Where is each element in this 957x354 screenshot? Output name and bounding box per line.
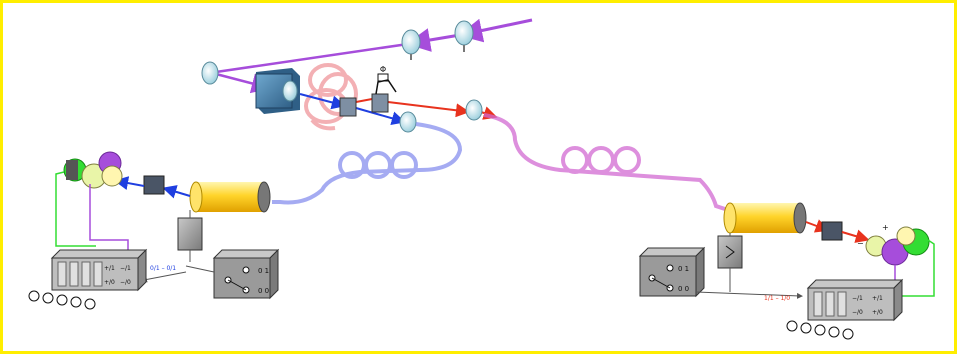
- meter-icon: [786, 320, 854, 340]
- right-switch-panel: 0 1 0 0: [638, 246, 706, 298]
- left-beam: [162, 185, 191, 199]
- right-keypad[interactable]: −/1 +/1 −/0 +/0: [806, 278, 904, 322]
- modulator-symbol: Φ: [380, 65, 386, 74]
- detector-sign-minus: −: [857, 239, 864, 248]
- left-control-wires: [55, 171, 129, 252]
- left-key-4[interactable]: −/0: [120, 279, 131, 286]
- waveplate-icon: [399, 99, 483, 133]
- left-key-1[interactable]: +/1: [104, 265, 115, 272]
- right-key-4[interactable]: +/0: [872, 309, 883, 316]
- right-switch-label-1: 0 1: [678, 265, 689, 273]
- pink-fiber-link: [483, 113, 729, 212]
- left-key-3[interactable]: +/0: [104, 279, 115, 286]
- polarizer-icon: [821, 221, 843, 241]
- beam-paths-top: [299, 93, 498, 126]
- detector-icon: [63, 151, 123, 189]
- waveplate-icon: [201, 20, 474, 85]
- blue-fiber-link: [272, 122, 463, 205]
- left-key-2[interactable]: −/1: [120, 265, 131, 272]
- input-signal-beam: [215, 18, 533, 94]
- right-cylinder: [723, 202, 807, 234]
- left-switch-label-1: 0 1: [258, 267, 269, 275]
- right-wire-label: 1/1 – 1/0: [764, 295, 790, 302]
- detector-sign-plus: +: [882, 223, 889, 232]
- polarizer-icon: [143, 175, 165, 195]
- phase-modulator-icon: Φ: [339, 65, 397, 117]
- right-control-box: [717, 233, 743, 292]
- detector-icon: [865, 226, 930, 266]
- left-switch-panel: 0 1 0 0: [212, 248, 280, 300]
- left-keypad[interactable]: +/1 −/1 +/0 −/0: [50, 248, 148, 292]
- right-key-1[interactable]: −/1: [852, 295, 863, 302]
- right-switch-label-0: 0 0: [678, 285, 689, 293]
- left-control-box: [177, 210, 203, 262]
- left-switch-label-0: 0 0: [258, 287, 269, 295]
- left-wire-label: 0/1 – 0/1: [150, 265, 176, 272]
- left-cylinder: [189, 181, 271, 213]
- right-key-2[interactable]: +/1: [872, 295, 883, 302]
- source-block: [255, 68, 300, 114]
- right-key-3[interactable]: −/0: [852, 309, 863, 316]
- meter-icon: [28, 290, 96, 310]
